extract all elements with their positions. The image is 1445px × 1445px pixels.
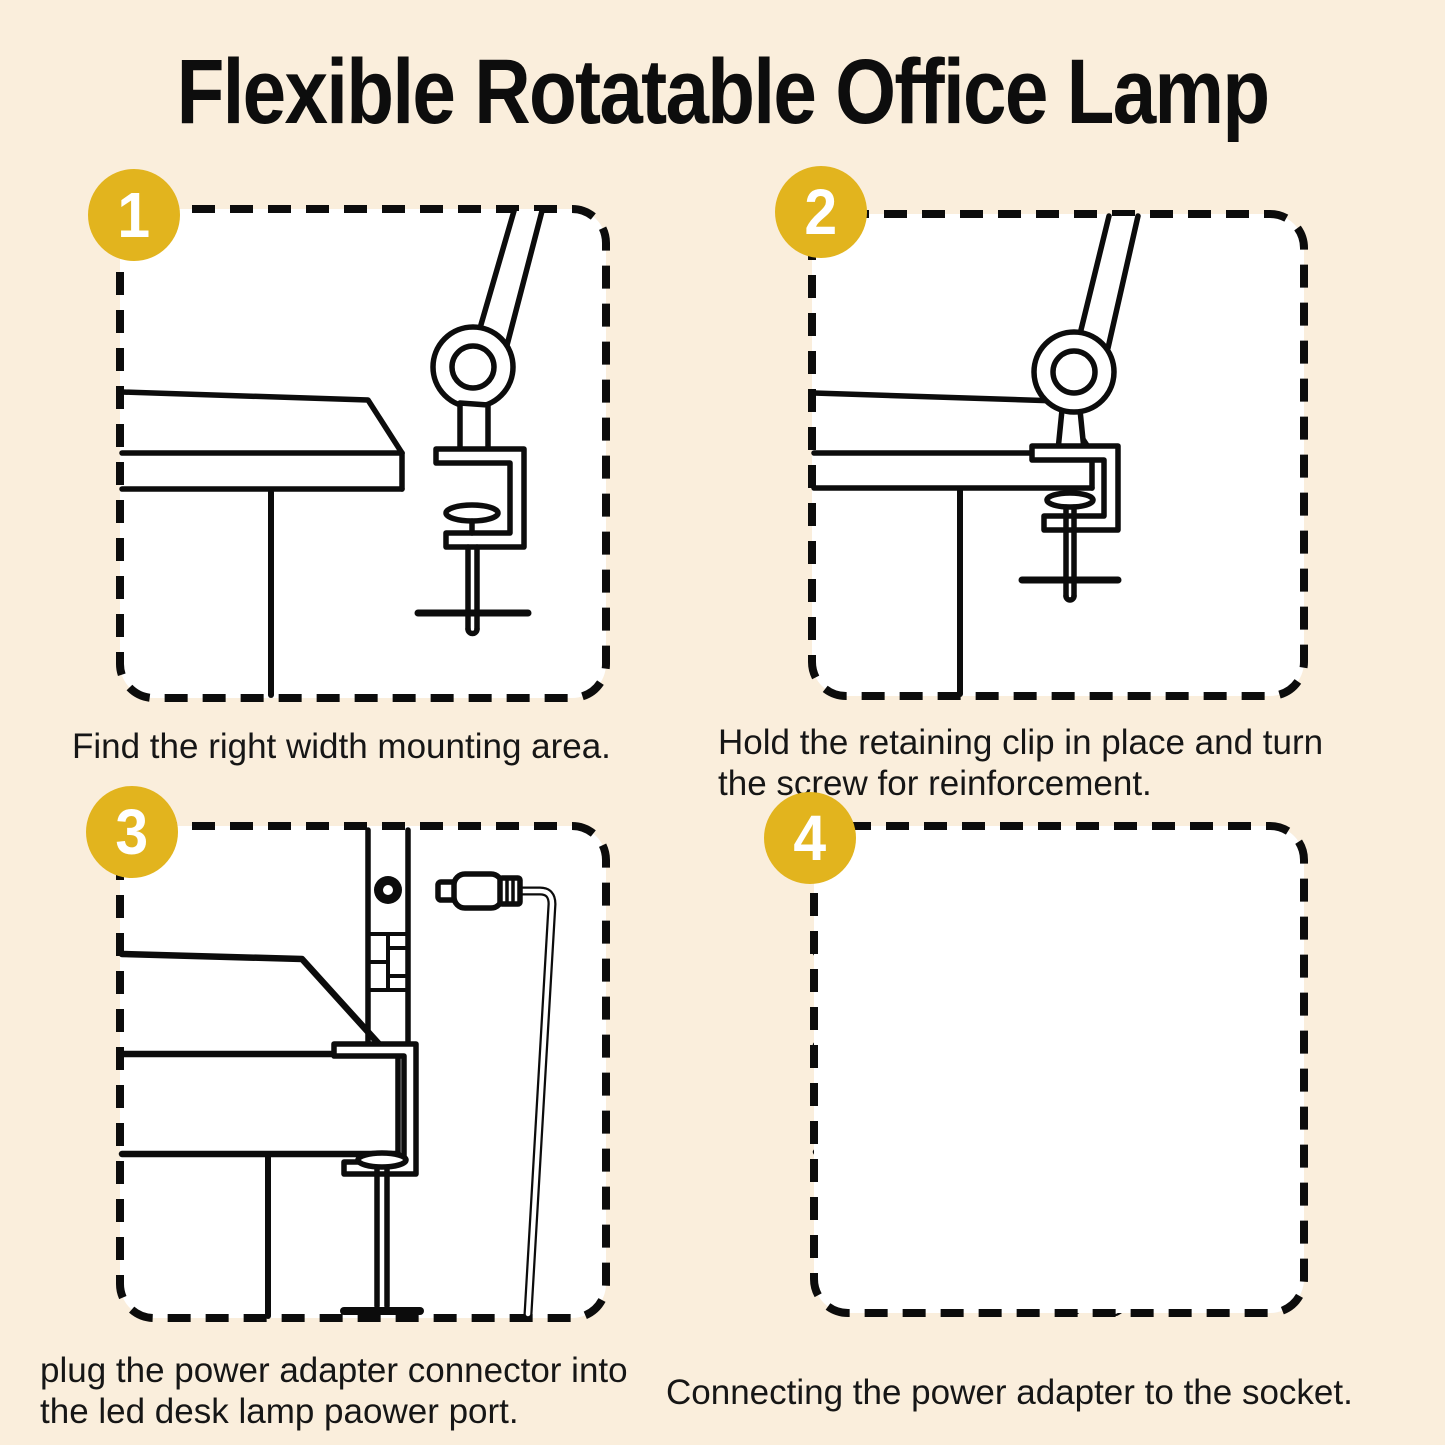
step4-badge: 4 — [764, 792, 856, 884]
step-number: 3 — [115, 796, 149, 868]
clamp-drawing — [1018, 443, 1122, 603]
clamp-drawing — [331, 1041, 424, 1315]
lamp-arm-drawing — [1031, 213, 1141, 453]
step1-diagram desk-clamp-unmounted-drawing — [116, 205, 610, 702]
step3-panel — [116, 822, 610, 1322]
step4-panel — [810, 822, 1308, 1317]
step2-panel — [808, 210, 1308, 700]
step4-caption: Connecting the power adapter to the sock… — [666, 1373, 1353, 1412]
step1-panel — [116, 205, 610, 702]
step-number: 1 — [117, 179, 151, 251]
desk-drawing — [119, 389, 405, 698]
clamp-drawing — [414, 446, 532, 637]
step-number: 2 — [804, 176, 838, 248]
dc-connector-icon — [435, 871, 557, 1319]
page-title: Flexible Rotatable Office Lamp — [176, 41, 1271, 143]
lamp-pole-drawing — [365, 827, 411, 1047]
step1-badge: 1 — [88, 169, 180, 261]
step2-badge: 2 — [775, 166, 867, 258]
step2-diagram desk-clamp-mounted-drawing — [808, 210, 1308, 700]
step1-caption: Find the right width mounting area. — [72, 727, 611, 766]
step3-badge: 3 — [86, 786, 178, 878]
step-number: 4 — [793, 802, 827, 874]
step2-caption: Hold the retaining clip in place and tur… — [718, 723, 1324, 803]
step3-caption: plug the power adapter connector into th… — [40, 1351, 628, 1431]
step4-diagram adapter-socket-drawing — [810, 822, 1308, 1317]
step3-diagram power-port-connector-drawing — [116, 822, 610, 1322]
